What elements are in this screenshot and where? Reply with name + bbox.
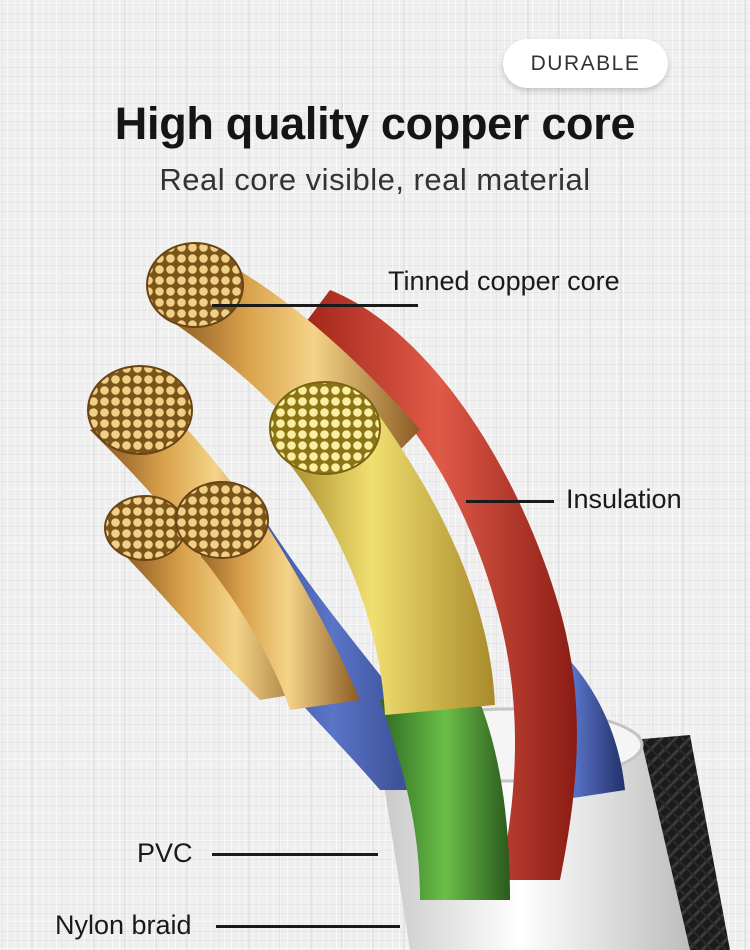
durable-badge: DURABLE: [503, 39, 668, 88]
label-nylon-braid: Nylon braid: [55, 910, 192, 940]
page-subtitle: Real core visible, real material: [159, 162, 591, 197]
leader-line-tinned-copper-core: [212, 304, 418, 307]
leader-line-pvc: [212, 853, 378, 856]
leader-line-insulation: [466, 500, 554, 503]
leader-line-nylon-braid: [216, 925, 400, 928]
label-pvc: PVC: [137, 838, 193, 868]
page-title: High quality copper core: [114, 98, 636, 149]
label-tinned-copper-core: Tinned copper core: [388, 266, 620, 296]
label-insulation: Insulation: [566, 484, 682, 514]
